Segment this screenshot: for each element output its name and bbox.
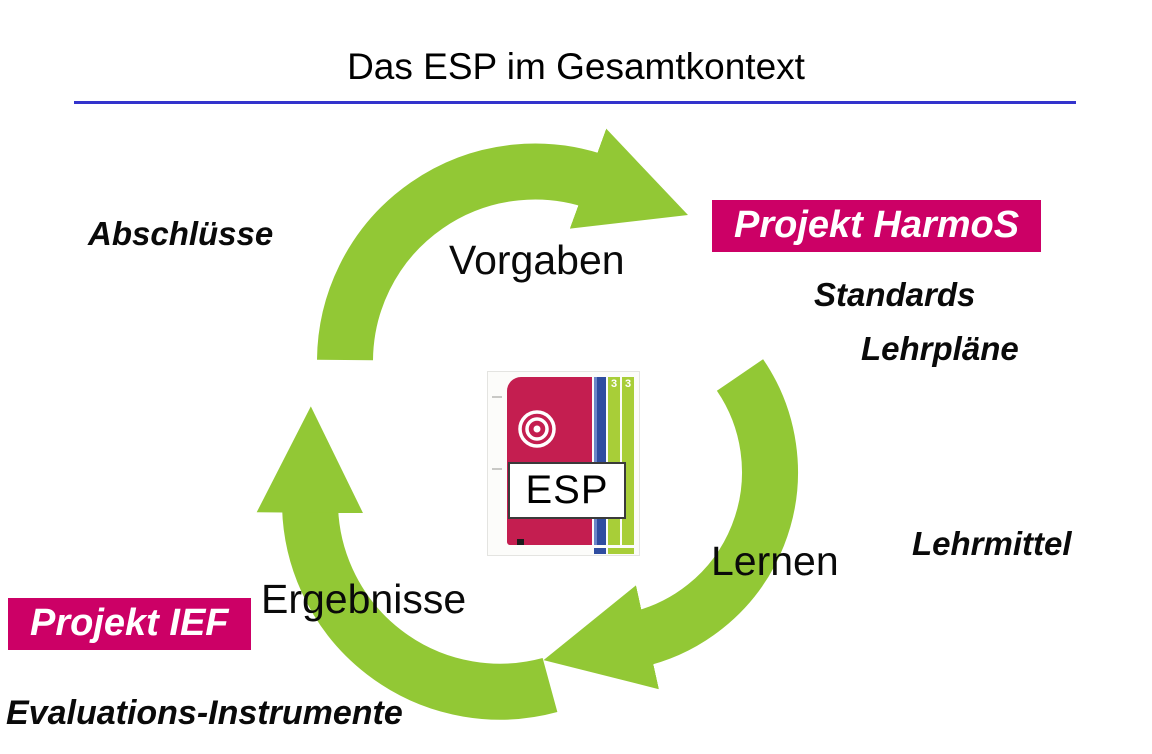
slide-title: Das ESP im Gesamtkontext [347, 46, 805, 87]
label-ergebnisse: Ergebnisse [261, 576, 467, 622]
project-harmos-tag: Projekt HarmoS [712, 200, 1042, 252]
esp-card-margin-mark [492, 468, 502, 470]
esp-cover-mark [517, 539, 524, 545]
esp-booklet-image: 3 3 ESP [487, 371, 640, 556]
label-lehrmittel: Lehrmittel [912, 525, 1072, 562]
label-vorgaben: Vorgaben [449, 237, 625, 283]
project-ief-tag: Projekt IEF [8, 598, 251, 650]
esp-spiral-logo-icon [518, 410, 556, 448]
esp-bottom-tab-green [608, 548, 634, 554]
cycle-arrow-bottom-left [256, 406, 558, 720]
title-underline [74, 101, 1076, 104]
esp-label-box: ESP [508, 462, 626, 519]
label-abschluesse: Abschlüsse [88, 215, 274, 252]
esp-stripe-green-1: 3 [608, 377, 620, 545]
cycle-arrow-right [543, 359, 798, 690]
label-standards: Standards [814, 276, 976, 313]
esp-stripe-green-2: 3 [622, 377, 634, 545]
esp-bottom-tab-blue [594, 548, 606, 554]
esp-label: ESP [525, 468, 609, 512]
cycle-arrow-top [317, 128, 689, 361]
label-lernen: Lernen [711, 538, 839, 584]
esp-card-margin-mark [492, 396, 502, 398]
esp-stripe-number: 3 [610, 378, 618, 390]
esp-stripe-number: 3 [624, 378, 632, 390]
label-evaluations-instrumente: Evaluations-Instrumente [6, 694, 403, 732]
esp-stripe-blue [594, 377, 606, 545]
esp-booklet-cover [507, 377, 592, 545]
label-lehrplaene: Lehrpläne [861, 330, 1019, 367]
